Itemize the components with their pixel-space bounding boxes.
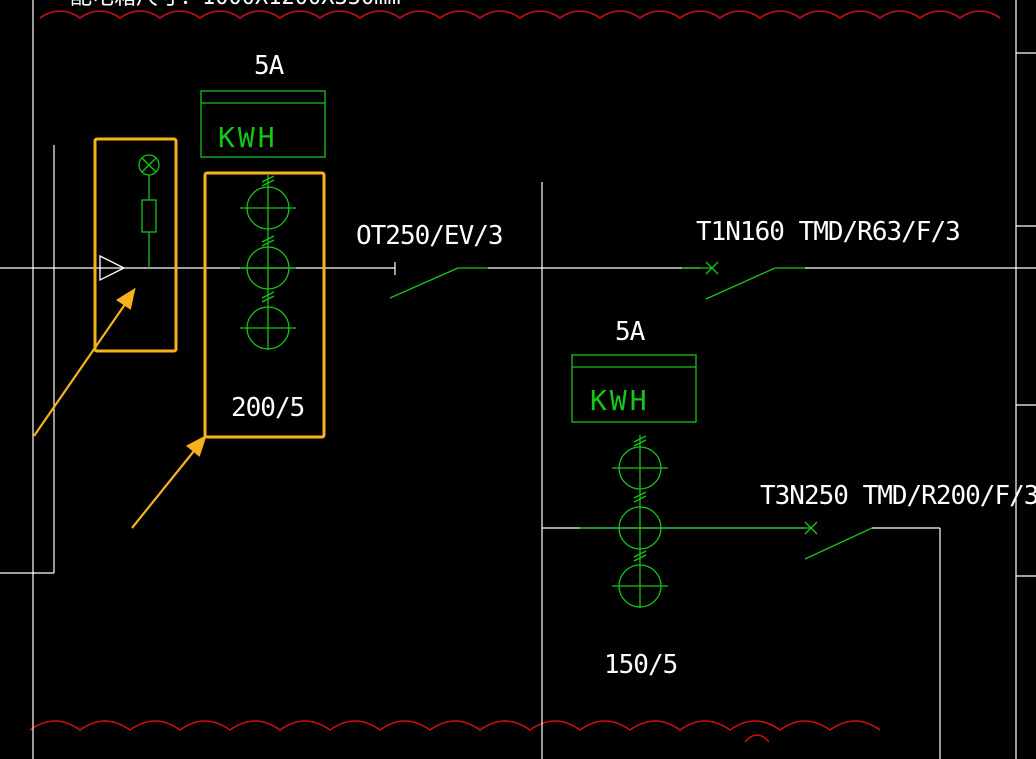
meter-1-rating: 5A — [254, 51, 285, 81]
meter-2-label: KWH — [590, 384, 650, 417]
current-transformer-icon — [580, 435, 700, 608]
ct-1-ratio: 200/5 — [231, 393, 304, 423]
switch-icon — [700, 521, 873, 560]
kwh-meter-2: 5A KWH — [571, 317, 697, 423]
revision-cloud-top — [39, 10, 1001, 19]
arrow-icon — [99, 254, 126, 282]
revision-cloud-bottom — [29, 720, 881, 743]
fuse-icon — [141, 199, 157, 268]
meter-2-rating: 5A — [615, 317, 646, 347]
feeder-breaker-2-model: T3N250 TMD/R200/F/3 — [760, 481, 1036, 511]
switch-icon — [389, 267, 488, 299]
meter-1-label: KWH — [218, 121, 278, 154]
highlight-box-lamp-fuse — [93, 137, 178, 353]
indicator-lamp-icon — [138, 154, 160, 200]
kwh-meter-1: 5A KWH — [200, 51, 326, 158]
main-breaker-model: OT250/EV/3 — [356, 221, 503, 251]
highlight-box-ct — [203, 171, 326, 439]
ct-2-ratio: 150/5 — [604, 650, 677, 680]
top-note: 配电箱尺寸：1000X1200X350mm — [70, 0, 401, 10]
arrow-icon — [33, 287, 207, 529]
feeder-breaker-1-model: T1N160 TMD/R63/F/3 — [696, 217, 960, 247]
current-transformer-icon — [240, 175, 296, 350]
switch-icon — [682, 261, 805, 300]
